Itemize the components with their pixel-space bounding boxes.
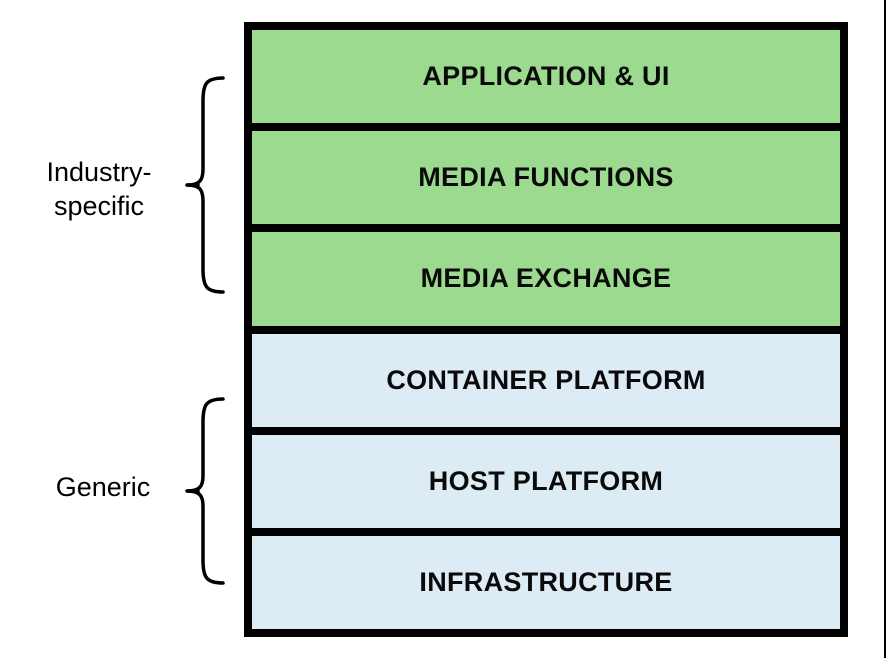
layer-application-ui: APPLICATION & UI bbox=[252, 30, 840, 124]
curly-brace-industry-icon bbox=[185, 76, 225, 294]
layer-media-functions: MEDIA FUNCTIONS bbox=[252, 131, 840, 225]
layer-host-platform: HOST PLATFORM bbox=[252, 434, 840, 528]
curly-brace-generic-icon bbox=[185, 397, 225, 585]
layer-stack: APPLICATION & UI MEDIA FUNCTIONS MEDIA E… bbox=[244, 22, 848, 637]
layer-media-exchange: MEDIA EXCHANGE bbox=[252, 232, 840, 326]
layer-infrastructure: INFRASTRUCTURE bbox=[252, 535, 840, 630]
industry-specific-label: Industry- specific bbox=[16, 155, 182, 223]
generic-label: Generic bbox=[28, 470, 178, 504]
industry-specific-label-line1: Industry- bbox=[46, 157, 152, 187]
generic-label-text: Generic bbox=[55, 472, 151, 502]
layer-container-platform: CONTAINER PLATFORM bbox=[252, 333, 840, 427]
page-edge-line bbox=[884, 0, 886, 658]
industry-specific-label-line2: specific bbox=[53, 191, 145, 221]
